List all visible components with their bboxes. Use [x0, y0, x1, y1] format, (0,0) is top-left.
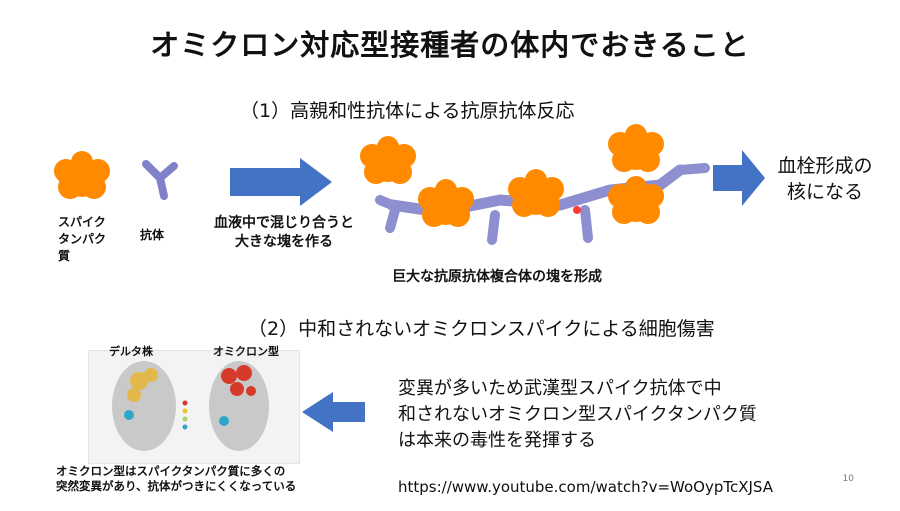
arrow-left-icon	[302, 392, 365, 432]
section2-heading: （2）中和されないオミクロンスパイクによる細胞傷害	[248, 318, 715, 340]
section1-heading: （1）高親和性抗体による抗原抗体反応	[240, 100, 575, 122]
slide-title: オミクロン対応型接種者の体内でおきること	[150, 28, 750, 62]
mix-caption: 血液中で混じり合うと 大きな塊を作る	[214, 215, 354, 250]
antigen-antibody-complex	[360, 124, 710, 245]
antibody-icon	[146, 164, 174, 196]
mutation-caption: オミクロン型はスパイクタンパク質に多くの 突然変異があり、抗体がつきにくくなって…	[56, 464, 297, 493]
source-url-link[interactable]: https://www.youtube.com/watch?v=WoOypTcX…	[398, 478, 773, 496]
variant-explanation: 変異が多いため武漢型スパイク抗体で中 和されないオミクロン型スパイクタンパク質 …	[398, 378, 757, 451]
delta-label: デルタ株	[109, 345, 153, 358]
spike-protein-blob	[54, 151, 110, 199]
complex-caption: 巨大な抗原抗体複合体の塊を形成	[392, 269, 602, 285]
spike-structure-figures	[112, 361, 269, 451]
variant-comparison-image: デルタ株 オミクロン型	[88, 345, 300, 464]
arrow-right-icon	[230, 158, 332, 206]
spike-protein-label: スパイク タンパク 質	[58, 215, 107, 263]
antibody-label: 抗体	[140, 228, 165, 242]
omicron-label: オミクロン型	[213, 345, 279, 358]
arrow-right-icon-2	[713, 150, 765, 206]
clot-caption: 血栓形成の 核になる	[777, 155, 873, 203]
page-number: 10	[842, 474, 854, 484]
